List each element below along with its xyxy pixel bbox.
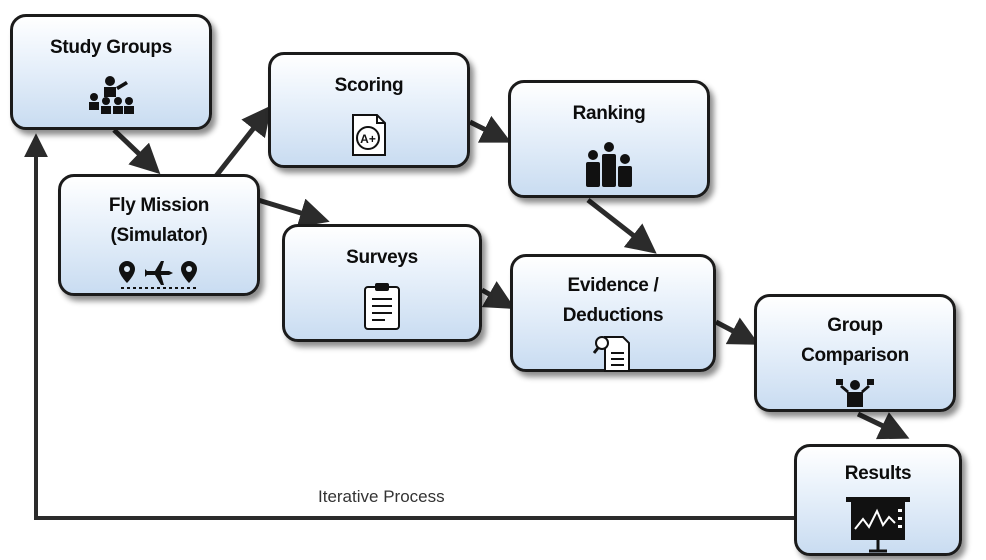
node-evidence-deductions: Evidence / Deductions (510, 254, 716, 372)
clipboard-icon (364, 283, 400, 330)
node-label: Scoring (334, 75, 404, 96)
arrow-surveys-to-evidence (480, 281, 516, 309)
comparison-person-icon (836, 379, 874, 407)
node-label-line2: (Simulator) (110, 225, 208, 246)
presenter-audience-icon (89, 76, 134, 114)
grade-a-plus-icon: A+ (352, 114, 386, 156)
node-surveys: Surveys (282, 224, 482, 342)
flight-route-icon (119, 261, 197, 289)
node-label-line1: Evidence / (567, 275, 659, 296)
node-group-comparison: Group Comparison (754, 294, 956, 412)
node-fly-mission: Fly Mission (Simulator) (58, 174, 260, 296)
node-ranking: Ranking (508, 80, 710, 198)
arrow-ranking-to-evidence (586, 198, 657, 254)
arrow-group-to-results (856, 411, 910, 440)
node-results: Results (794, 444, 962, 556)
node-label: Study Groups (49, 37, 172, 58)
arrow-fly-to-scoring (214, 105, 272, 178)
arrow-scoring-to-ranking (468, 115, 512, 143)
node-label-line2: Comparison (801, 345, 909, 366)
ranking-people-icon (586, 142, 632, 187)
node-label-line1: Group (827, 315, 883, 336)
grade-text: A+ (360, 132, 376, 146)
node-study-groups: Study Groups (10, 14, 212, 130)
arrow-fly-to-surveys (257, 197, 330, 228)
chart-board-icon (846, 497, 910, 553)
document-search-icon (593, 336, 630, 372)
arrow-evidence-to-group (714, 317, 760, 345)
arrow-feedback-loop (24, 133, 794, 520)
node-label: Surveys (346, 247, 418, 268)
feedback-label: Iterative Process (318, 487, 445, 506)
node-label: Ranking (572, 103, 646, 124)
node-label-line1: Fly Mission (108, 195, 210, 216)
node-scoring: Scoring A+ (268, 52, 470, 168)
node-label-line2: Deductions (562, 305, 664, 326)
node-label: Results (844, 463, 912, 484)
arrow-study-to-fly (112, 128, 161, 175)
